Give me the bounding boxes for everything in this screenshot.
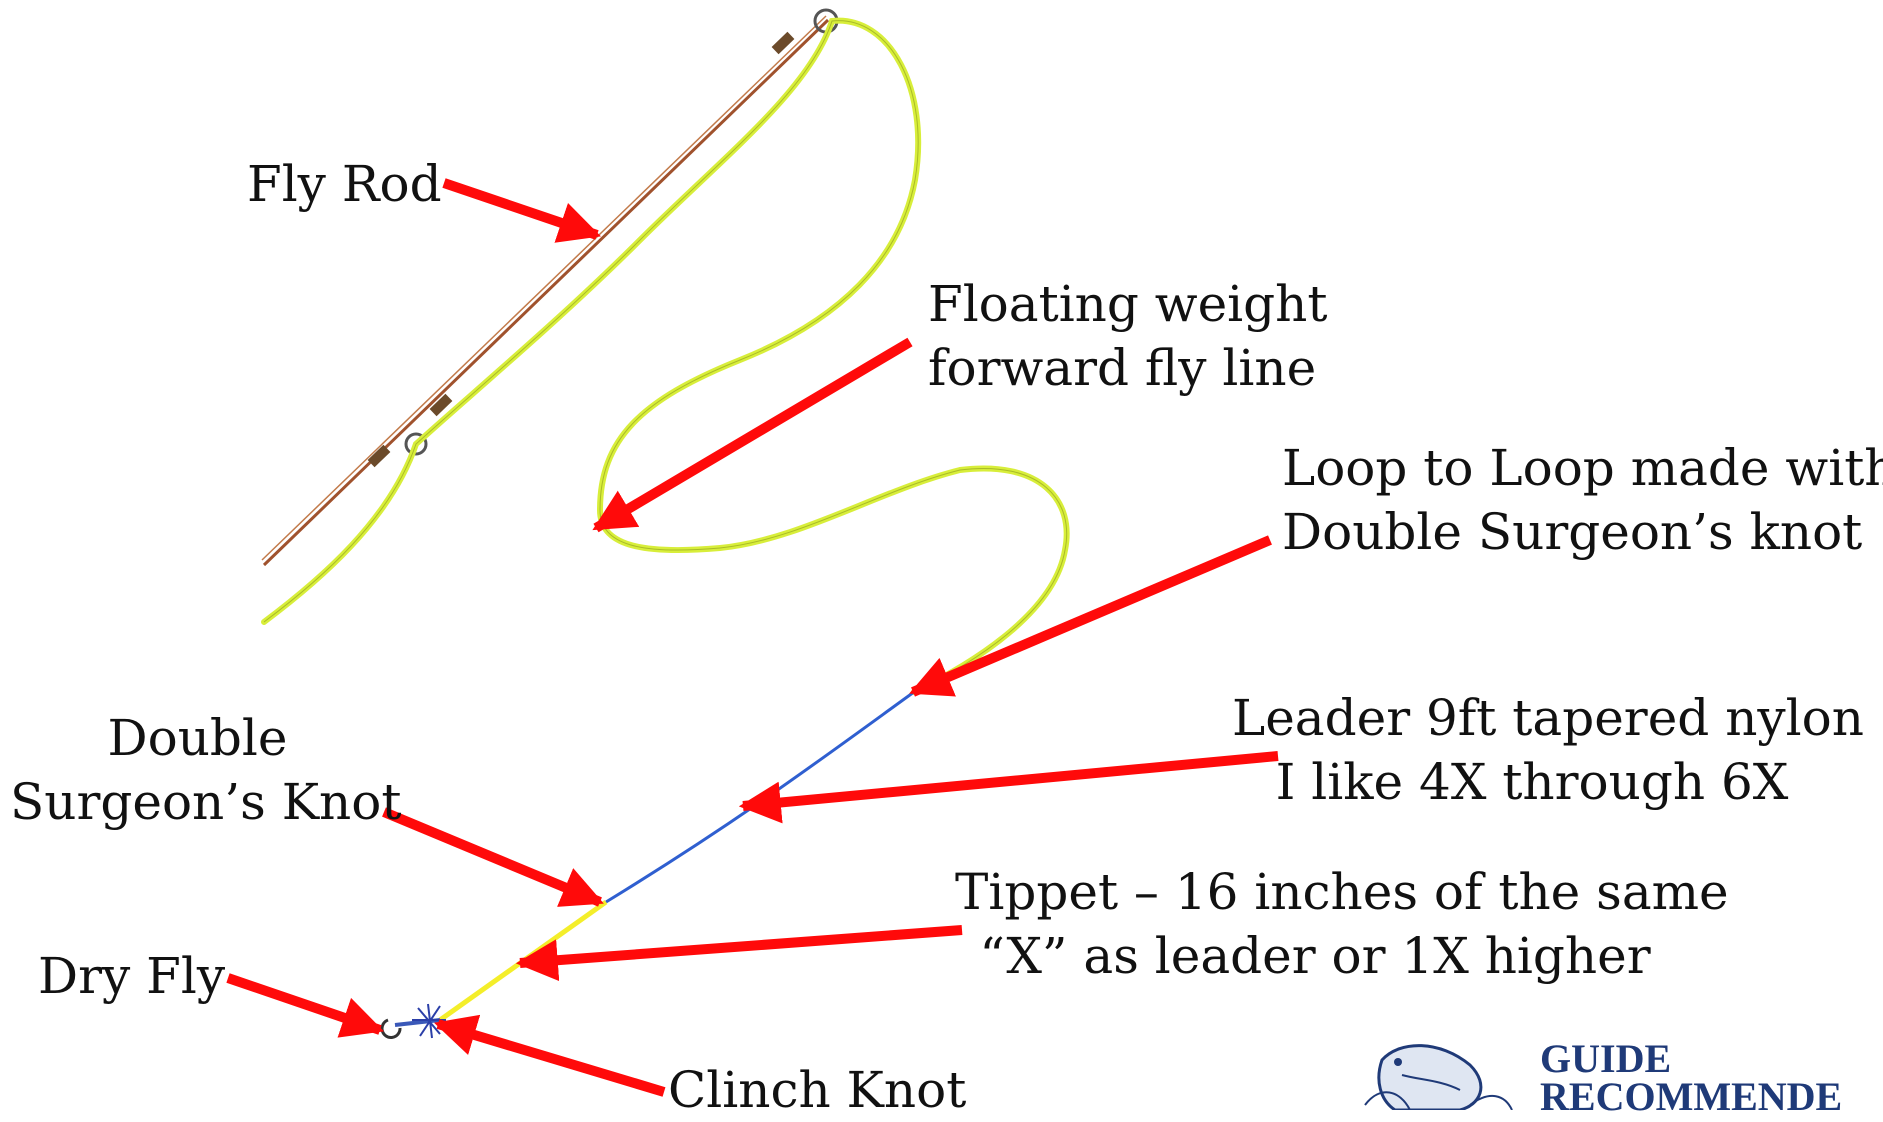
arrow-leader bbox=[738, 751, 1279, 824]
rod-stripping-guide bbox=[404, 432, 428, 456]
label-fly-rod: Fly Rod bbox=[247, 155, 442, 213]
label-leader-line1: Leader 9ft tapered nylon bbox=[1232, 689, 1864, 747]
arrow-fly-line bbox=[592, 337, 913, 533]
rod-ferrule bbox=[771, 31, 795, 55]
label-loop-to-loop: Loop to Loop made with Double Surgeon’s … bbox=[1282, 436, 1883, 564]
label-clinch-knot: Clinch Knot bbox=[668, 1061, 967, 1119]
label-double-surgeon-line2: Surgeon’s Knot bbox=[10, 773, 402, 831]
arrow-tippet bbox=[515, 925, 963, 982]
label-dry-fly: Dry Fly bbox=[38, 947, 226, 1005]
dry-fly bbox=[380, 1003, 446, 1039]
label-tippet: Tippet – 16 inches of the same “X” as le… bbox=[955, 860, 1729, 988]
label-tippet-line1: Tippet – 16 inches of the same bbox=[955, 863, 1729, 921]
logo-text-recommended: RECOMMENDE bbox=[1540, 1074, 1843, 1119]
arrow-dry-fly bbox=[226, 973, 384, 1038]
label-leader-line2: I like 4X through 6X bbox=[1275, 753, 1789, 811]
label-double-surgeon: Double Surgeon’s Knot bbox=[10, 706, 402, 834]
label-loop-to-loop-line1: Loop to Loop made with bbox=[1282, 439, 1883, 497]
fly-line-edge bbox=[263, 20, 1068, 693]
logo-text-guide: GUIDE bbox=[1540, 1036, 1672, 1081]
label-fly-line-line2: forward fly line bbox=[928, 339, 1317, 397]
label-leader: Leader 9ft tapered nylon I like 4X throu… bbox=[1232, 686, 1864, 814]
label-tippet-line2: “X” as leader or 1X higher bbox=[979, 927, 1651, 985]
rod-ferrule bbox=[429, 393, 453, 417]
rod-ferrule bbox=[367, 444, 391, 468]
fly-rod-edge bbox=[261, 15, 827, 561]
fish-logo-icon bbox=[1364, 1044, 1513, 1112]
label-double-surgeon-line1: Double bbox=[107, 709, 288, 767]
arrow-loop-to-loop bbox=[909, 535, 1272, 697]
arrow-clinch-knot bbox=[433, 1014, 666, 1097]
label-loop-to-loop-line2: Double Surgeon’s knot bbox=[1282, 503, 1863, 561]
label-fly-line: Floating weight forward fly line bbox=[928, 272, 1327, 400]
arrow-fly-rod bbox=[442, 178, 601, 243]
label-fly-line-line1: Floating weight bbox=[928, 275, 1328, 333]
fly-rod bbox=[262, 18, 830, 567]
arrow-double-surgeon bbox=[382, 807, 604, 907]
